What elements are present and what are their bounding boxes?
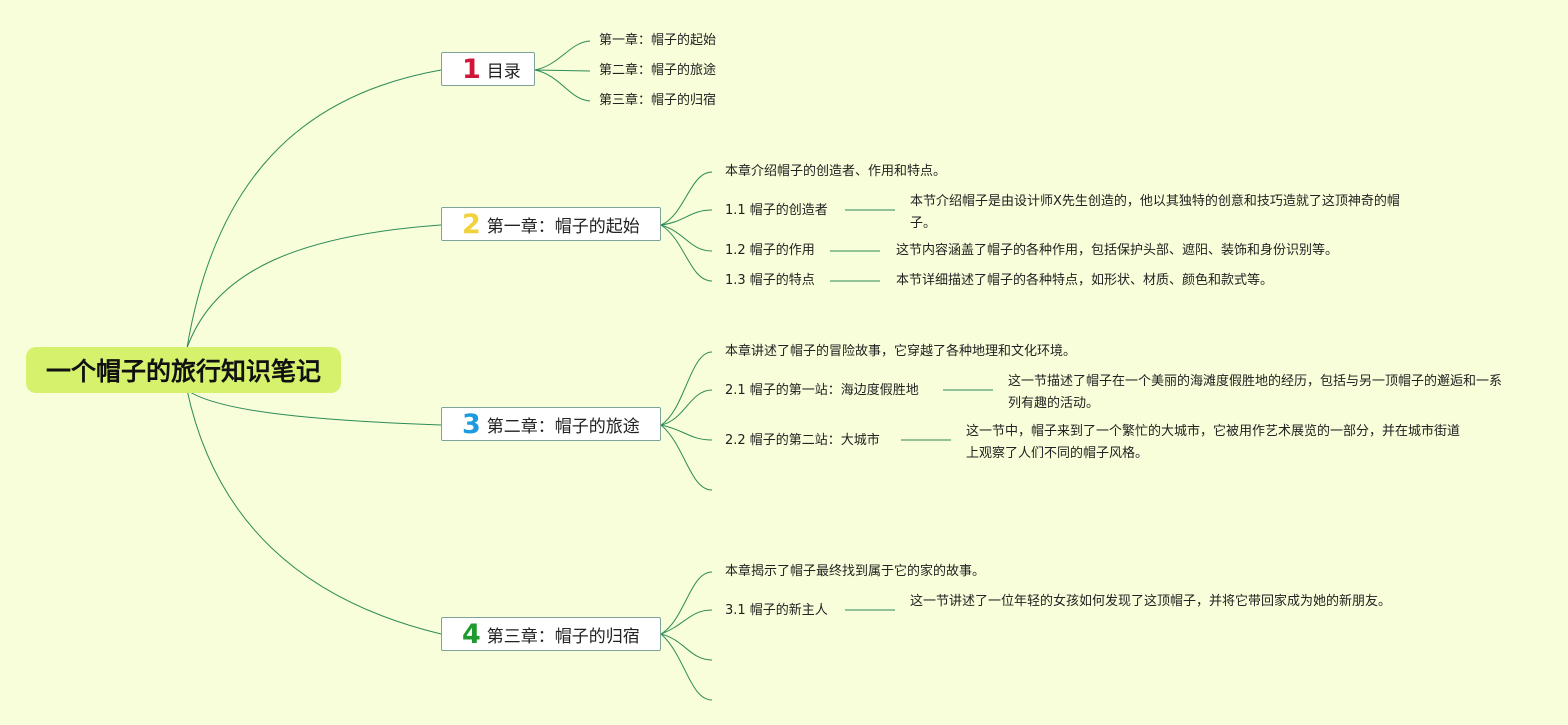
branch-label: 目录 [486,61,521,82]
section-2-1-title[interactable]: 2.1 帽子的第一站：海边度假胜地 [725,383,919,398]
section-1-2-desc[interactable]: 这节内容涵盖了帽子的各种作用，包括保护头部、遮阳、装饰和身份识别等。 [896,243,1339,258]
branch-chapter-3[interactable]: 4 第三章：帽子的归宿 [441,617,661,651]
branch-label: 第三章：帽子的归宿 [486,626,640,647]
number-4-icon: 4 [462,618,481,650]
toc-item-1[interactable]: 第一章：帽子的起始 [599,33,717,48]
chapter-1-intro[interactable]: 本章介绍帽子的创造者、作用和特点。 [725,164,947,179]
section-3-1-title[interactable]: 3.1 帽子的新主人 [725,603,828,618]
chapter-3-intro[interactable]: 本章揭示了帽子最终找到属于它的家的故事。 [725,564,986,579]
number-3-icon: 3 [462,408,481,440]
number-2-icon: 2 [462,208,481,240]
branch-label: 第一章：帽子的起始 [486,216,640,237]
chapter-2-intro[interactable]: 本章讲述了帽子的冒险故事，它穿越了各种地理和文化环境。 [725,344,1077,359]
toc-item-2[interactable]: 第二章：帽子的旅途 [599,63,717,78]
section-1-3-title[interactable]: 1.3 帽子的特点 [725,273,815,288]
section-1-2-title[interactable]: 1.2 帽子的作用 [725,243,815,258]
section-2-2-desc[interactable]: 这一节中，帽子来到了一个繁忙的大城市，它被用作艺术展览的一部分，并在城市街道上观… [966,424,1461,461]
root-topic[interactable]: 一个帽子的旅行知识笔记 [26,347,341,393]
section-1-1-desc[interactable]: 本节介绍帽子是由设计师X先生创造的，他以其独特的创意和技巧造就了这顶神奇的帽子。 [910,194,1400,231]
section-3-1-desc[interactable]: 这一节讲述了一位年轻的女孩如何发现了这顶帽子，并将它带回家成为她的新朋友。 [910,594,1392,609]
section-1-1-title[interactable]: 1.1 帽子的创造者 [725,203,828,218]
branch-chapter-1[interactable]: 2 第一章：帽子的起始 [441,207,661,241]
section-2-2-title[interactable]: 2.2 帽子的第二站：大城市 [725,433,880,448]
branch-chapter-2[interactable]: 3 第二章：帽子的旅途 [441,407,661,441]
section-2-1-desc[interactable]: 这一节描述了帽子在一个美丽的海滩度假胜地的经历，包括与另一顶帽子的邂逅和一系列有… [1008,374,1503,411]
branch-label: 第二章：帽子的旅途 [486,416,640,437]
section-1-3-desc[interactable]: 本节详细描述了帽子的各种特点，如形状、材质、颜色和款式等。 [896,273,1274,288]
number-1-icon: 1 [462,53,481,85]
toc-item-3[interactable]: 第三章：帽子的归宿 [599,93,717,108]
branch-toc[interactable]: 1 目录 [441,52,535,86]
